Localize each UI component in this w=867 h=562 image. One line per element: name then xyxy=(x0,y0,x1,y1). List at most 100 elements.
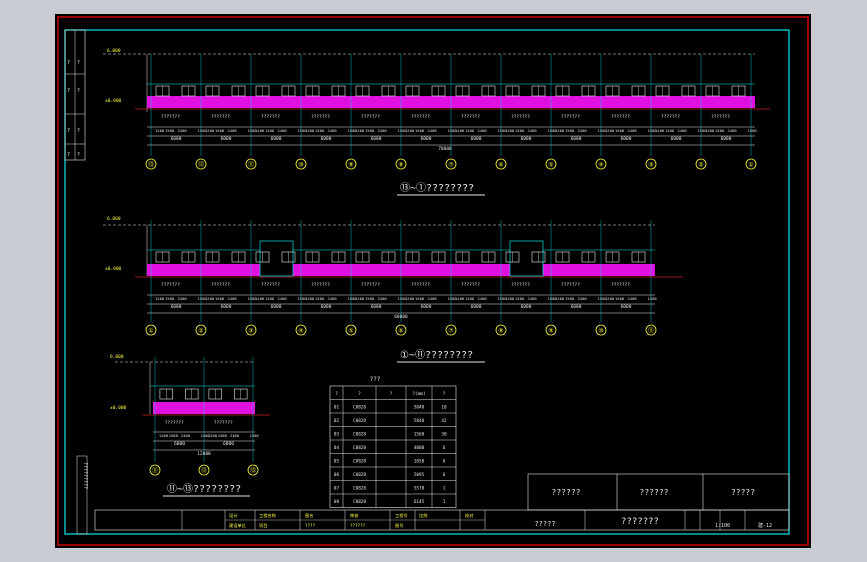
sub-dimension: 1200 xyxy=(305,128,315,133)
elev1-windows xyxy=(155,85,746,97)
axis-label: ④ xyxy=(298,327,303,334)
table-cell: C0828 xyxy=(353,486,366,492)
axis-label: ⑪ xyxy=(152,466,158,474)
axis-bubble xyxy=(745,158,757,170)
bay-dimension: 6000 xyxy=(171,304,182,310)
elev1-top-mark: 6.000 xyxy=(107,48,121,54)
sub-dimension: 1200 xyxy=(255,296,265,301)
sub-dimension: 1200 xyxy=(655,128,665,133)
title-block: ?????? ?????? ????? 设计工程名称图名审核工程号比例校对建设单… xyxy=(94,473,790,531)
table-cell: 1850 xyxy=(414,459,425,465)
window-label: ??????? xyxy=(361,114,380,120)
title-block-label: 设计 xyxy=(229,512,237,519)
axis-label: ⑩ xyxy=(298,161,303,168)
axis-bubble xyxy=(445,324,457,336)
axis-bubble xyxy=(245,158,257,170)
sub-dimension: 2400 xyxy=(528,128,538,133)
bay-dimension: 6000 xyxy=(221,136,232,142)
axis-label: ⑪ xyxy=(248,160,254,168)
axis-label: ⑨ xyxy=(348,161,353,168)
table-cell: 6 xyxy=(443,472,446,478)
cad-drawing: ? ? ? ? ? ? ? ? ????????? 6.000 ±0.000 ?… xyxy=(57,16,809,546)
bay-dimension: 6000 xyxy=(171,136,182,142)
elev2-ground-mark: ±0.000 xyxy=(105,266,122,272)
table-header: ? xyxy=(443,391,446,397)
axis-label: ⑤ xyxy=(348,327,353,334)
sub-dimension: 1500 xyxy=(250,433,260,438)
sub-dimension: 1500 xyxy=(248,128,258,133)
table-cell: 1 xyxy=(443,499,446,505)
bay-dimension: 6000 xyxy=(421,136,432,142)
table-header: ?(mm) xyxy=(412,391,426,397)
sub-dimension: 1500 xyxy=(165,128,175,133)
table-cell: 30 xyxy=(441,432,447,438)
sub-dimension: 1500 xyxy=(548,128,558,133)
axis-bubble xyxy=(695,158,707,170)
window-label: ??????? xyxy=(161,282,180,288)
sub-dimension: 1500 xyxy=(215,296,225,301)
window-label: ??????? xyxy=(411,114,430,120)
side-strip-text-8: ? xyxy=(77,152,80,158)
sub-dimension: 1500 xyxy=(248,296,258,301)
sub-dimension: 1200 xyxy=(455,296,465,301)
sub-dimension: 1500 xyxy=(598,296,608,301)
sub-dimension: 2400 xyxy=(428,128,438,133)
axis-bubble xyxy=(245,324,257,336)
sub-dimension: 1500 xyxy=(615,296,625,301)
table-cell: 08 xyxy=(334,499,340,505)
bay-dimension: 6000 xyxy=(571,136,582,142)
side-strip-text-6: ? xyxy=(77,128,80,134)
sub-dimension: 1200 xyxy=(255,128,265,133)
title-block-label: 比例 xyxy=(419,512,427,519)
sub-dimension: 2400 xyxy=(478,296,488,301)
elev2-windows xyxy=(155,251,646,263)
sub-dimension: 1500 xyxy=(498,296,508,301)
axis-bubble xyxy=(595,324,607,336)
sub-dimension: 2400 xyxy=(678,128,688,133)
table-cell: 10 xyxy=(441,405,447,411)
axis-bubble xyxy=(195,158,207,170)
title-block-label: 工程名称 xyxy=(259,512,276,519)
table-cell: C0828 xyxy=(353,418,366,424)
window-label: ??????? xyxy=(361,282,380,288)
elev1-total-dim: 78000 xyxy=(438,146,452,152)
axis-bubble xyxy=(295,324,307,336)
sub-dimension: 1500 xyxy=(715,128,725,133)
bay-dimension: 6000 xyxy=(371,136,382,142)
bay-dimension: 6000 xyxy=(321,136,332,142)
table-cell: 4080 xyxy=(414,445,425,451)
sub-dimension: 1500 xyxy=(215,128,225,133)
axis-label: ⑩ xyxy=(598,327,603,334)
sub-dimension: 1200 xyxy=(505,128,515,133)
sub-dimension: 1500 xyxy=(498,128,508,133)
sub-dimension: 1500 xyxy=(648,296,658,301)
axis-label: ⑧ xyxy=(398,161,403,168)
axis-label: ③ xyxy=(648,161,653,168)
sub-dimension: 2400 xyxy=(278,128,288,133)
axis-bubble xyxy=(495,158,507,170)
table-cell: 1560 xyxy=(414,432,425,438)
sub-dimension: 1500 xyxy=(565,128,575,133)
sub-dimension: 2400 xyxy=(228,296,238,301)
axis-label: ⑤ xyxy=(548,161,553,168)
axis-label: ① xyxy=(748,161,753,168)
table-cell: C0828 xyxy=(353,459,366,465)
sub-dimension: 1200 xyxy=(355,128,365,133)
sub-dimension: 1500 xyxy=(365,128,375,133)
axis-bubble xyxy=(645,324,657,336)
sub-dimension: 1500 xyxy=(169,433,179,438)
sub-dimension: 1500 xyxy=(218,433,228,438)
bay-dimension: 6000 xyxy=(621,304,632,310)
title-block-label: 工程号 xyxy=(395,512,408,519)
bay-dimension: 6000 xyxy=(471,136,482,142)
axis-label: ③ xyxy=(248,327,253,334)
table-cell: C0828 xyxy=(353,405,366,411)
axis-bubble xyxy=(395,324,407,336)
title-cell-3: ????? xyxy=(731,488,755,497)
elevation-2: 6.000 ±0.000 ???????????????????????????… xyxy=(103,216,683,363)
table-cell: 6145 xyxy=(414,499,425,505)
bay-dimension: 6000 xyxy=(521,136,532,142)
